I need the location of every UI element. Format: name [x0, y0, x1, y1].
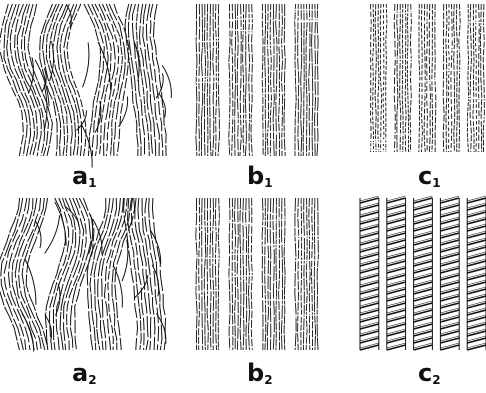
label-b2-letter: b — [247, 359, 264, 387]
label-b2-sub: 2 — [264, 373, 272, 387]
label-a1-sub: 1 — [88, 176, 96, 190]
label-c1-sub: 1 — [432, 176, 440, 190]
label-a2-letter: a — [72, 359, 88, 387]
label-a2-sub: 2 — [88, 373, 96, 387]
label-a1-letter: a — [72, 162, 88, 190]
label-b1-sub: 1 — [264, 176, 272, 190]
label-b1-letter: b — [247, 162, 264, 190]
label-c1-letter: c — [418, 162, 432, 190]
label-c2-letter: c — [418, 359, 432, 387]
label-c2-sub: 2 — [432, 373, 440, 387]
